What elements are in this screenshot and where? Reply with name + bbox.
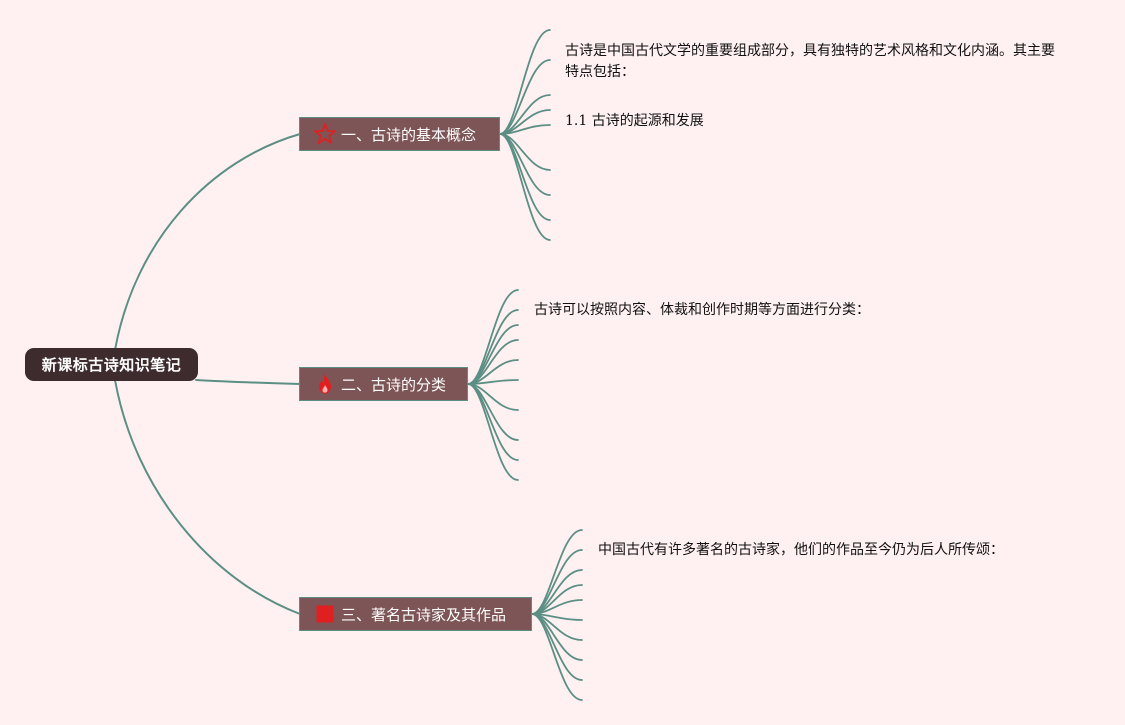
leaf-text[interactable]: 1.1 古诗的起源和发展 bbox=[565, 113, 704, 129]
fan-connector bbox=[499, 29, 551, 135]
branch-classification[interactable]: 二、古诗的分类 bbox=[299, 367, 468, 401]
fan-connector bbox=[499, 124, 551, 135]
red-square-icon bbox=[313, 602, 337, 626]
star-outline-icon bbox=[313, 122, 337, 146]
branch-label: 一、古诗的基本概念 bbox=[341, 125, 477, 144]
branch-famous-poets[interactable]: 三、著名古诗家及其作品 bbox=[299, 597, 532, 631]
fan-connector bbox=[531, 549, 583, 615]
root-connector bbox=[114, 133, 301, 351]
fan-connector bbox=[499, 133, 551, 241]
branch-label: 二、古诗的分类 bbox=[341, 375, 447, 394]
root-node[interactable]: 新课标古诗知识笔记 bbox=[25, 348, 198, 381]
root-connectors bbox=[114, 133, 301, 615]
branch-basic-concepts[interactable]: 一、古诗的基本概念 bbox=[299, 117, 500, 151]
fan-connector bbox=[499, 133, 551, 221]
fan-connector bbox=[499, 59, 551, 135]
fire-icon bbox=[313, 372, 337, 396]
fan-connector bbox=[531, 613, 583, 681]
leaf-text[interactable]: 古诗是中国古代文学的重要组成部分，具有独特的艺术风格和文化内涵。其主要特点包括： bbox=[565, 43, 1055, 80]
fan-connector bbox=[467, 383, 519, 481]
fan-connector bbox=[499, 133, 551, 196]
fan-connector bbox=[467, 383, 519, 441]
leaf-text[interactable]: 中国古代有许多著名的古诗家，他们的作品至今仍为后人所传颂： bbox=[598, 542, 1004, 558]
fan-connector bbox=[467, 309, 519, 385]
root-connector bbox=[195, 379, 301, 385]
fan-connector bbox=[531, 613, 583, 701]
branch-fan-connectors bbox=[467, 29, 583, 701]
root-label: 新课标古诗知识笔记 bbox=[41, 356, 182, 374]
branch-label: 三、著名古诗家及其作品 bbox=[341, 605, 507, 624]
leaf-text[interactable]: 古诗可以按照内容、体裁和创作时期等方面进行分类： bbox=[534, 302, 870, 318]
fan-connector bbox=[467, 383, 519, 461]
root-connector bbox=[114, 379, 301, 615]
